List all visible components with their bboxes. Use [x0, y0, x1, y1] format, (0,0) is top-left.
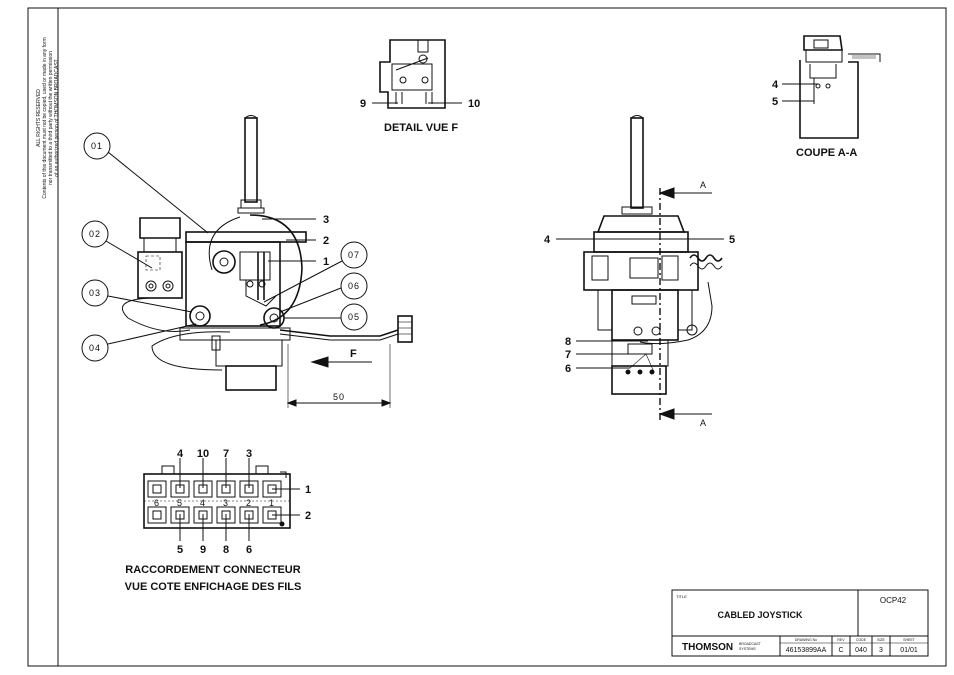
right-callout-8: 8: [565, 336, 571, 348]
drawing-no: 46153899AA: [786, 647, 827, 654]
svg-text:05: 05: [348, 312, 360, 322]
sheet-label: SHEET: [903, 638, 916, 642]
sheet-border: [27, 7, 947, 667]
main-callout-2: 2: [323, 235, 329, 247]
code-value: 040: [855, 647, 867, 654]
bubble-03: 03: [81, 279, 193, 313]
pins-bottom-cavity-1: [147, 506, 167, 524]
conn-side-1: 1: [305, 484, 311, 496]
section-view-aa: 4 5 COUPE A-A: [772, 35, 881, 159]
code-label: CODE: [856, 638, 867, 642]
title-block: TITLE CABLED JOYSTICK OCP42 THOMSON BROA…: [671, 589, 929, 657]
conn-side-2: 2: [305, 510, 311, 522]
svg-text:04: 04: [89, 343, 101, 353]
pin-num-1: 1: [269, 498, 275, 508]
section-mark-a-top: A: [700, 180, 707, 190]
conn-bottom-5: 5: [177, 544, 183, 556]
company-name: THOMSON: [682, 642, 733, 653]
bubble-06: 06: [279, 272, 368, 313]
bubble-07: 07: [263, 241, 368, 303]
right-front-view: A A 4 5 8 7 6: [544, 115, 735, 428]
rev-value: C: [838, 647, 843, 654]
svg-text:01: 01: [91, 141, 103, 151]
right-callout-5: 5: [729, 234, 735, 246]
connector-caption-2: VUE COTE ENFICHAGE DES FILS: [125, 581, 302, 593]
side-note: ALL RIGHTS RESERVED Contents of this doc…: [36, 37, 60, 198]
conn-bottom-6: 6: [246, 544, 252, 556]
pin-num-3: 3: [223, 498, 229, 508]
pin-num-4: 4: [200, 498, 206, 508]
section-callout-5: 5: [772, 96, 778, 108]
svg-text:02: 02: [89, 229, 101, 239]
size-value: 3: [879, 647, 883, 654]
main-callout-3: 3: [323, 214, 329, 226]
section-view-caption: COUPE A-A: [796, 147, 857, 159]
pins-top-cavity-1: [147, 480, 167, 498]
right-callout-7: 7: [565, 349, 571, 361]
company-sub2: SYSTEMS: [739, 647, 756, 651]
bubble-04: 04: [81, 323, 197, 362]
side-note-line2: Contents of this document must not be co…: [42, 37, 48, 198]
side-note-line4: of an authorized person of THOMSON BROAD…: [54, 59, 60, 176]
bubble-02: 02: [81, 220, 153, 269]
view-arrow-f: F: [350, 348, 357, 360]
svg-text:06: 06: [348, 281, 360, 291]
detail-view-caption: DETAIL VUE F: [384, 122, 458, 134]
drawing-title: CABLED JOYSTICK: [717, 610, 803, 620]
main-side-view: 01 02 03 04 07 06 05: [81, 115, 413, 408]
side-note-line1: ALL RIGHTS RESERVED: [36, 89, 42, 147]
company-sub1: BROADCAST: [739, 642, 762, 646]
pin-num-6: 6: [154, 498, 160, 508]
side-note-line3: nor transmitted to a third party without…: [48, 51, 54, 185]
pin-num-5: 5: [177, 498, 183, 508]
conn-top-4: 4: [177, 448, 184, 460]
bubble-05: 05: [284, 303, 368, 331]
right-callout-4: 4: [544, 234, 551, 246]
section-mark-a-bottom: A: [700, 418, 707, 428]
detail-view-f: 9 10 DETAIL VUE F: [360, 39, 480, 134]
conn-bottom-8: 8: [223, 544, 229, 556]
conn-top-3: 3: [246, 448, 252, 460]
rev-label: REV: [837, 638, 845, 642]
sheet-value: 01/01: [900, 647, 918, 654]
size-label: SIZE: [877, 638, 885, 642]
detail-callout-9: 9: [360, 98, 366, 110]
section-callout-4: 4: [772, 79, 779, 91]
connector-caption-1: RACCORDEMENT CONNECTEUR: [125, 564, 300, 576]
pins-bottom-contact-1: [152, 510, 162, 520]
pin-num-2: 2: [246, 498, 252, 508]
pins-top-contact-1: [152, 484, 162, 494]
code-ref: OCP42: [880, 596, 907, 605]
right-callout-6: 6: [565, 363, 571, 375]
conn-bottom-9: 9: [200, 544, 206, 556]
title-label: TITLE: [676, 594, 687, 599]
conn-top-7: 7: [223, 448, 229, 460]
main-callout-1: 1: [323, 256, 329, 268]
conn-top-10: 10: [197, 448, 209, 460]
connector-pinout: 6 5 4 3 2 1 4 10 7 3 5 9 8 6 1 2 RACCORD…: [125, 448, 311, 593]
drawing-no-label: DRAWING No: [795, 638, 817, 642]
detail-callout-10: 10: [468, 98, 480, 110]
dimension-50: 50: [333, 392, 345, 402]
svg-text:03: 03: [89, 288, 101, 298]
svg-text:07: 07: [348, 250, 360, 260]
bubble-01: 01: [83, 132, 209, 234]
